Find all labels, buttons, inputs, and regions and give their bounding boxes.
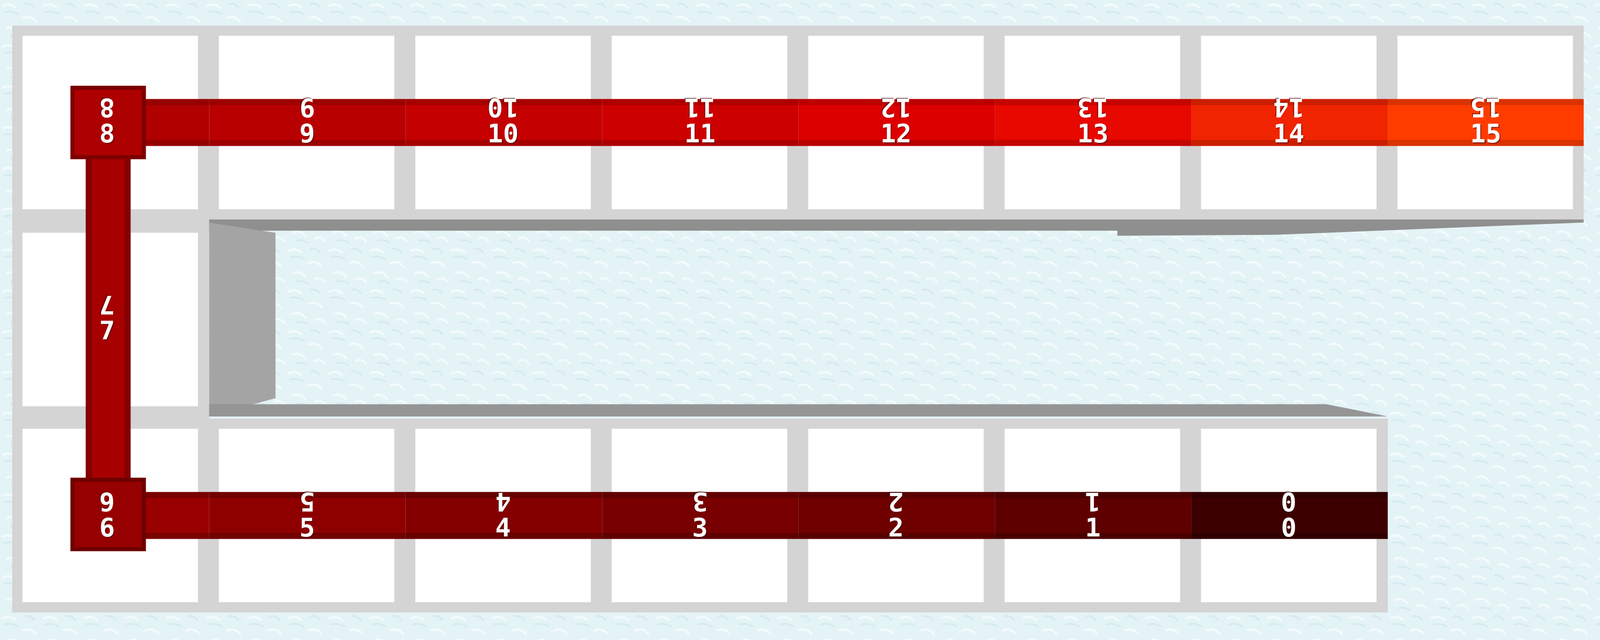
ledge-shadow: [209, 219, 1584, 236]
level-slot: 13: [1077, 120, 1109, 147]
signal-strength: 11: [684, 94, 716, 121]
wire-corner: [72, 479, 144, 550]
level-slot: 6: [99, 514, 116, 541]
level-slot: 11: [684, 120, 716, 147]
signal-strength: 14: [1273, 120, 1305, 147]
wire-corner: [72, 87, 144, 158]
level-slot: 7: [99, 317, 116, 344]
signal-strength: 15: [1470, 94, 1502, 121]
signal-strength: 2: [887, 514, 904, 541]
redstone-wire: [72, 87, 1584, 549]
level-slot: 1: [1084, 514, 1101, 541]
signal-strength: 11: [684, 120, 716, 147]
signal-strength: 5: [299, 488, 316, 515]
signal-strength: 12: [880, 94, 912, 121]
signal-strength: 13: [1077, 120, 1109, 147]
signal-strength: 1: [1084, 514, 1101, 541]
signal-strength: 8: [99, 94, 116, 121]
signal-strength: 0: [1280, 488, 1297, 515]
wire-edge: [107, 532, 1388, 539]
level-slot: 10: [487, 120, 519, 147]
wire-edge: [124, 132, 131, 501]
level-slot: 15: [1470, 94, 1502, 121]
signal-strength: 4: [495, 488, 512, 515]
signal-strength: 13: [1077, 94, 1109, 121]
signal-strength: 9: [299, 94, 316, 121]
signal-strength: 10: [487, 120, 519, 147]
signal-strength: 2: [887, 488, 904, 515]
ledge-shadow: [209, 403, 1389, 417]
wire-segment: [85, 132, 131, 501]
signal-strength: 8: [99, 120, 116, 147]
signal-strength: 4: [495, 514, 512, 541]
level-slot: 8: [99, 94, 116, 121]
level-slot: 12: [880, 94, 912, 121]
level-slot: 14: [1273, 94, 1305, 121]
signal-strength: 7: [99, 291, 116, 318]
level-slot: 0: [1280, 514, 1297, 541]
level-slot: 4: [495, 514, 512, 541]
tiles: [22, 35, 1574, 603]
signal-strength: 5: [299, 514, 316, 541]
level-slot: 3: [692, 514, 709, 541]
signal-strength: 6: [99, 488, 116, 515]
wire-edge: [85, 132, 93, 501]
level-slot: 5: [299, 514, 316, 541]
level-slot: 11: [684, 94, 716, 121]
level-slot: 14: [1273, 120, 1305, 147]
signal-strength: 3: [692, 488, 709, 515]
level-slot: 7: [99, 291, 116, 318]
level-slot: 8: [99, 120, 116, 147]
signal-strength: 9: [299, 120, 316, 147]
level-slot: 1: [1084, 488, 1101, 515]
signal-strength: 1: [1084, 488, 1101, 515]
level-slot: 9: [299, 94, 316, 121]
signal-strength: 6: [99, 514, 116, 541]
wire-edge: [107, 491, 1388, 498]
signal-strength: 0: [1280, 514, 1297, 541]
level-slot: 2: [887, 514, 904, 541]
wall-shadow: [209, 222, 276, 417]
wire-edge: [107, 139, 1584, 147]
level-slot: 9: [299, 120, 316, 147]
signal-strength: 15: [1470, 120, 1502, 147]
wire-edge: [107, 99, 1584, 106]
level-slot: 15: [1470, 120, 1502, 147]
level-slot: 2: [887, 488, 904, 515]
level-slot: 6: [99, 488, 116, 515]
signal-strength: 7: [99, 317, 116, 344]
signal-strength: 3: [692, 514, 709, 541]
level-slot: 10: [487, 94, 519, 121]
signal-strength: 10: [487, 94, 519, 121]
level-slot: 12: [880, 120, 912, 147]
signal-strength: 14: [1273, 94, 1305, 121]
level-slot: 5: [299, 488, 316, 515]
signal-strength: 12: [880, 120, 912, 147]
level-slot: 4: [495, 488, 512, 515]
level-slot: 13: [1077, 94, 1109, 121]
level-slot: 3: [692, 488, 709, 515]
level-slot: 0: [1280, 488, 1297, 515]
tile-panel: [12, 25, 1584, 612]
